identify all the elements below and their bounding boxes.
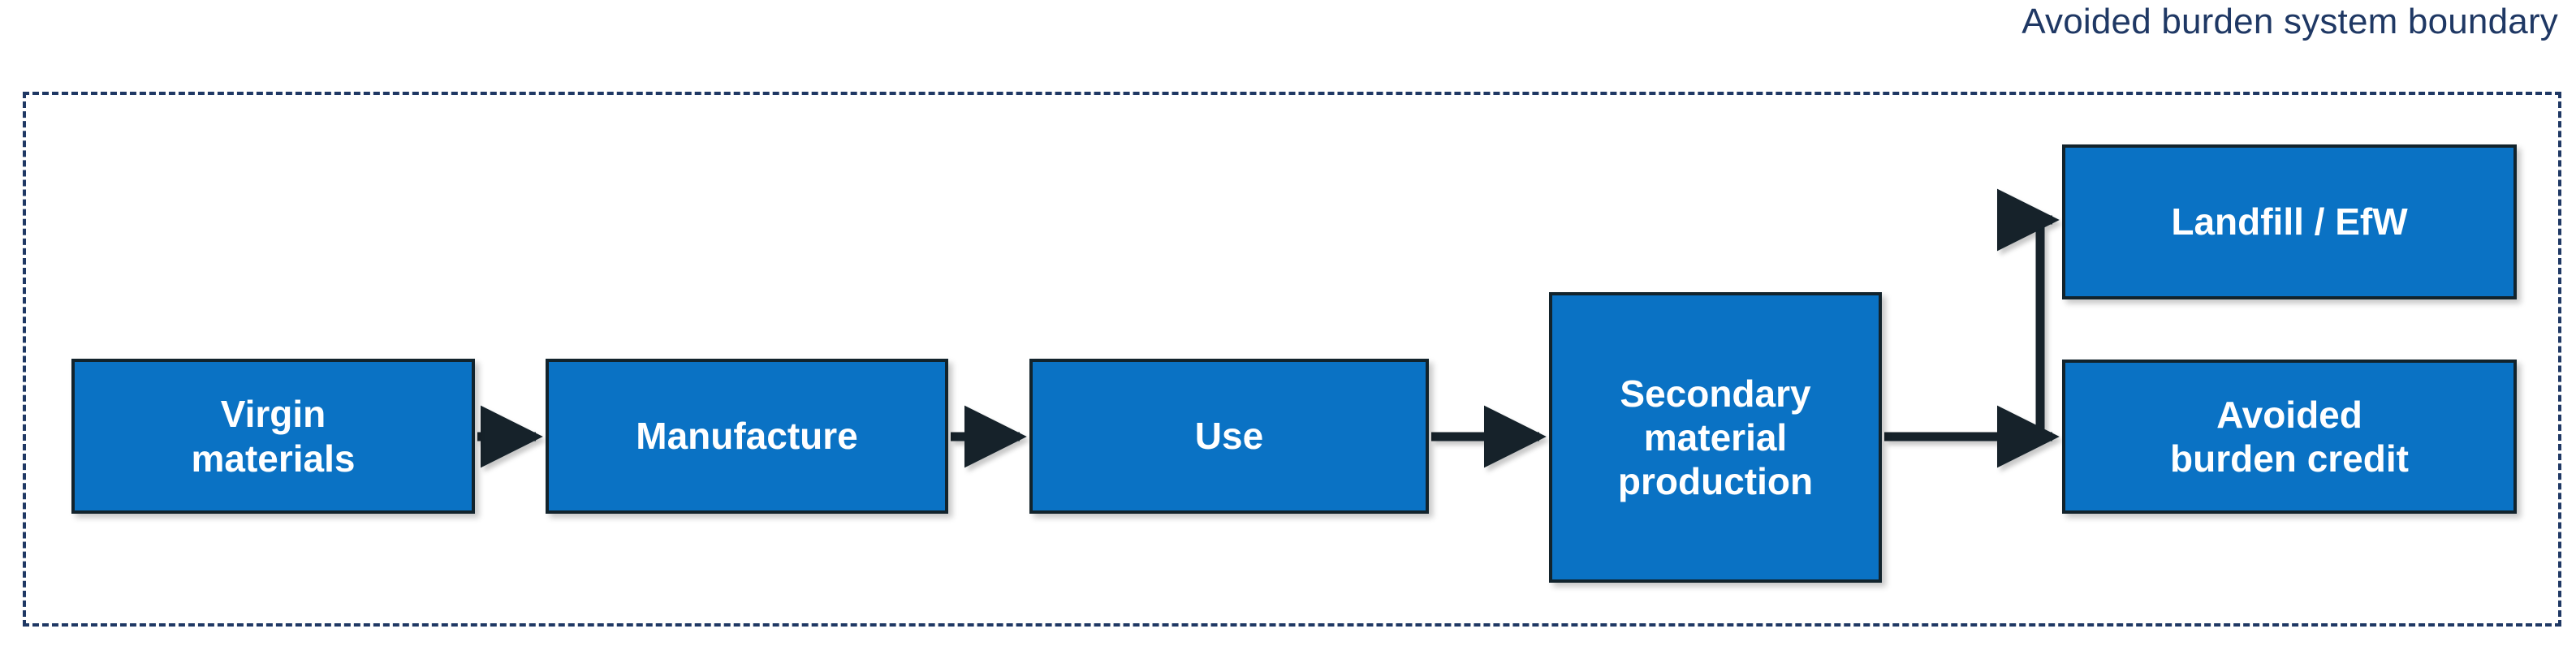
node-secondary-line-1: Secondary [1620, 372, 1811, 415]
node-landfill-efw-line-1: Landfill / EfW [2171, 200, 2408, 243]
node-use[interactable]: Use [1029, 359, 1429, 514]
node-avoided-burden-credit[interactable]: Avoided burden credit [2062, 360, 2517, 514]
node-virgin-materials[interactable]: Virgin materials [71, 359, 475, 514]
node-manufacture[interactable]: Manufacture [546, 359, 948, 514]
node-manufacture-line-1: Manufacture [636, 415, 858, 458]
boundary-title: Avoided burden system boundary [2022, 2, 2558, 41]
node-virgin-materials-line-1: Virgin [220, 393, 326, 436]
node-avoided-burden-credit-line-2: burden credit [2170, 437, 2409, 480]
node-secondary-material-production[interactable]: Secondary material production [1549, 292, 1882, 583]
node-landfill-efw[interactable]: Landfill / EfW [2062, 144, 2517, 299]
node-use-line-1: Use [1194, 415, 1264, 458]
node-secondary-line-2: material [1643, 416, 1788, 459]
node-avoided-burden-credit-line-1: Avoided [2216, 393, 2362, 436]
node-secondary-line-3: production [1617, 460, 1814, 503]
node-virgin-materials-line-2: materials [191, 437, 356, 480]
system-boundary-rect [23, 92, 2561, 627]
